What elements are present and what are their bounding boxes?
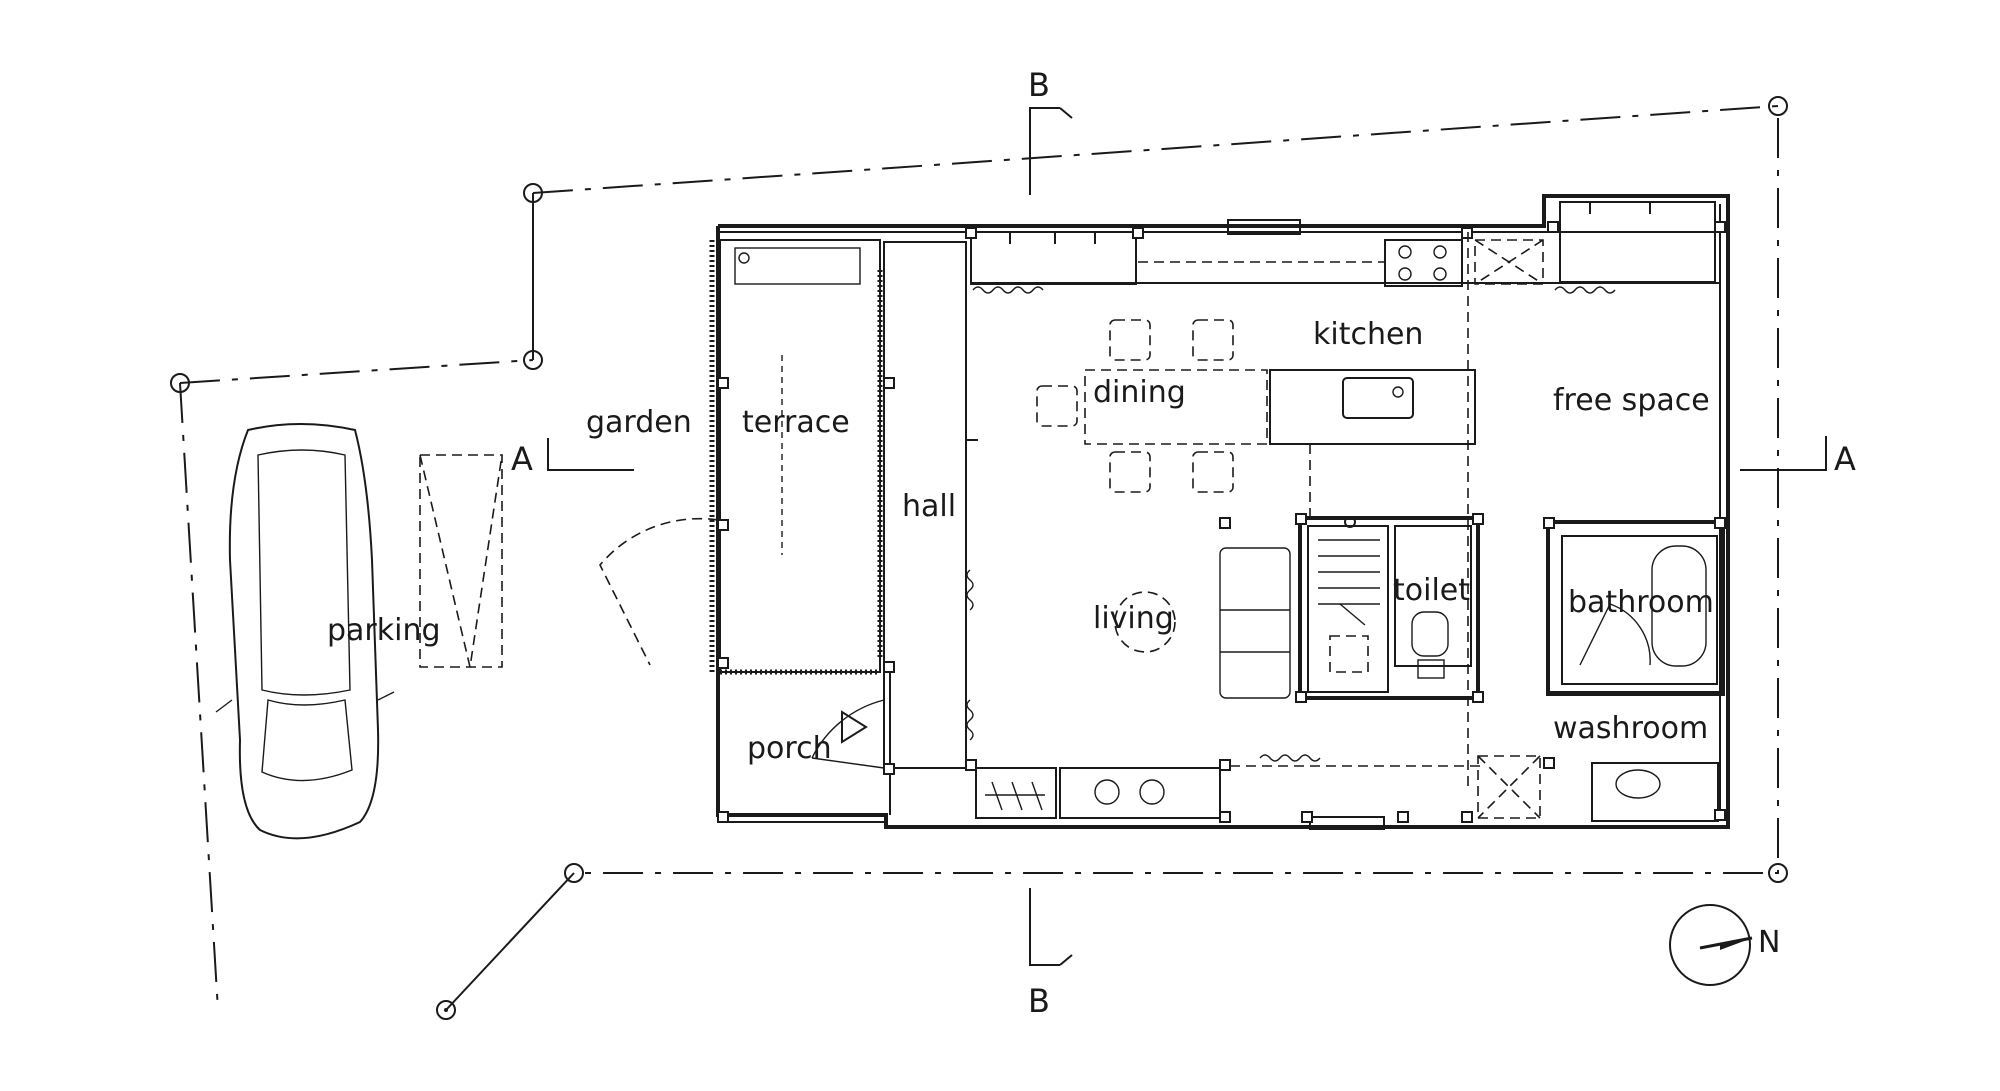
room-label-porch: porch — [747, 731, 832, 766]
section-label-a-right: A — [1834, 440, 1856, 478]
room-label-terrace: terrace — [742, 405, 850, 440]
room-label-toilet: toilet — [1393, 573, 1470, 608]
north-wall-features — [965, 201, 1726, 294]
north-arrow-icon — [1669, 904, 1753, 986]
terrace-structure — [709, 239, 883, 823]
stair-toilet — [1219, 513, 1484, 703]
section-marker-b-bottom — [1029, 888, 1073, 966]
section-marker-a-left — [547, 438, 634, 471]
room-label-washroom: washroom — [1553, 711, 1708, 746]
room-label-living: living — [1093, 601, 1174, 636]
south-wall-features — [965, 754, 1480, 830]
room-label-bathroom: bathroom — [1568, 585, 1714, 620]
room-label-hall: hall — [902, 489, 956, 524]
room-label-free-space: free space — [1553, 383, 1710, 418]
section-label-b-top: B — [1028, 66, 1050, 104]
room-label-kitchen: kitchen — [1313, 317, 1423, 352]
hall-structure — [599, 241, 978, 823]
wet-area — [1477, 517, 1726, 822]
car-icon — [215, 423, 503, 840]
room-label-dining: dining — [1093, 375, 1186, 410]
room-label-garden: garden — [586, 405, 692, 440]
section-label-b-bottom: B — [1028, 982, 1050, 1020]
section-marker-b-top — [1029, 107, 1073, 195]
section-label-a-left: A — [511, 440, 533, 478]
north-label: N — [1758, 925, 1780, 960]
room-label-parking: parking — [327, 613, 441, 648]
dining-kitchen-furniture — [1036, 232, 1476, 790]
living-furniture — [966, 547, 1291, 741]
section-marker-a-right — [1740, 436, 1827, 471]
site-boundary — [170, 96, 1788, 1020]
